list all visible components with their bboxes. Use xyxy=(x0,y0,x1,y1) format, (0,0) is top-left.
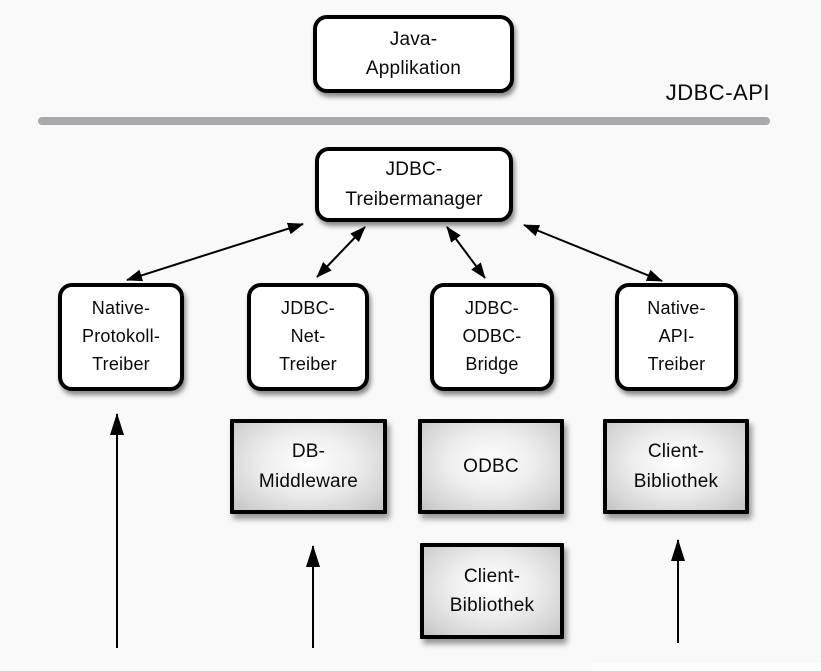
arrow-treibermanager-jdbc-odbc xyxy=(446,226,486,279)
node-jdbc-net-treiber: JDBC- Net- Treiber xyxy=(247,283,369,391)
node-native-protokoll-treiber: Native- Protokoll- Treiber xyxy=(58,283,184,391)
jdbc-api-layer-label: JDBC-API xyxy=(665,80,770,105)
node-client-bibliothek-odbc: Client- Bibliothek xyxy=(420,543,564,639)
node-jdbc-odbc-bridge: JDBC- ODBC- Bridge xyxy=(430,283,554,391)
node-native-api-treiber: Native- API- Treiber xyxy=(615,283,738,391)
arrow-treibermanager-native-protokoll xyxy=(126,222,304,282)
node-odbc: ODBC xyxy=(418,419,564,514)
node-jdbc-treibermanager: JDBC- Treibermanager xyxy=(315,147,513,222)
arrow-treibermanager-native-api xyxy=(523,224,663,282)
node-client-bibliothek-native: Client- Bibliothek xyxy=(603,419,749,514)
node-java-application: Java- Applikation xyxy=(313,15,514,93)
node-db-middleware: DB- Middleware xyxy=(230,419,387,514)
cutoff-box-top-edge xyxy=(592,663,821,671)
arrow-treibermanager-jdbc-net xyxy=(316,226,366,278)
jdbc-api-divider-line xyxy=(38,117,770,125)
